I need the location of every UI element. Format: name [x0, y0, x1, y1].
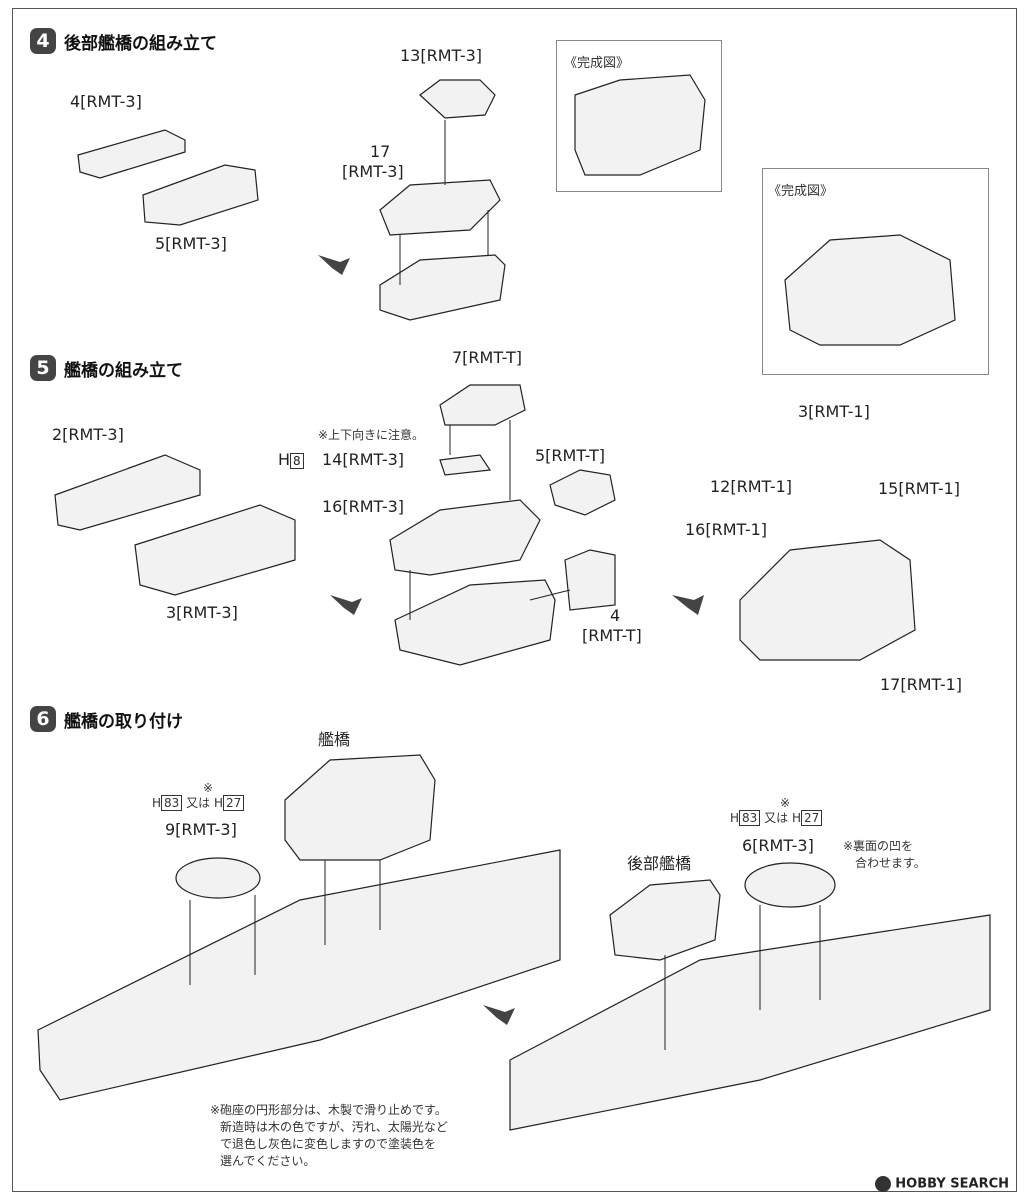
or-text-right: 又は [764, 811, 789, 825]
completed-view-label-1: 《完成図》 [564, 56, 630, 71]
part-label-17-number: 17 [370, 142, 391, 161]
part-label-3-rmt1: 3[RMT-1] [798, 402, 870, 421]
part-label-13: 13[RMT-3] [400, 46, 483, 65]
part-label-12: 12[RMT-1] [710, 477, 793, 496]
part-label-14: 14[RMT-3] [322, 450, 405, 469]
watermark: HOBBY SEARCH [875, 1176, 1009, 1192]
step-6-title: 艦橋の取り付け [64, 711, 183, 732]
h83-box-left: 83 [161, 795, 183, 811]
wood-note-line: ※砲座の円形部分は、木製で滑り止めです。 [210, 1103, 447, 1117]
wood-note-line: 新造時は木の色ですが、汚れ、太陽光など [220, 1120, 448, 1134]
part-label-6: 6[RMT-3] [742, 836, 814, 855]
step-4-number: 4 [30, 28, 56, 54]
bridge-label: 艦橋 [318, 730, 351, 749]
part-label-5t: 5[RMT-T] [535, 446, 605, 465]
part-label-9: 9[RMT-3] [165, 820, 237, 839]
part-label-7: 7[RMT-T] [452, 348, 522, 367]
hobby-search-logo-icon [875, 1176, 892, 1192]
step-6-header: 6 艦橋の取り付け [30, 706, 183, 732]
completed-view-box-2 [762, 168, 989, 375]
step-4-header: 4 後部艦橋の組み立て [30, 28, 217, 54]
part-label-16-rmt1: 16[RMT-1] [685, 520, 768, 539]
part-label-4t-sprue: [RMT-T] [582, 626, 642, 645]
aft-bridge-label: 後部艦橋 [627, 854, 692, 873]
step-5-header: 5 艦橋の組み立て [30, 355, 183, 381]
watermark-text: HOBBY SEARCH [895, 1176, 1009, 1192]
hardware-right-mark: ※ [780, 796, 791, 810]
completed-view-label-2: 《完成図》 [768, 184, 834, 199]
orientation-note: ※上下向きに注意。 [318, 428, 425, 442]
completed-view-box-1 [556, 40, 722, 192]
wood-note-line: で退色し灰色に変色しますので塗装色を [220, 1137, 437, 1151]
part-label-3: 3[RMT-3] [166, 603, 238, 622]
h27-box-right: 27 [801, 810, 823, 826]
part-label-17-rmt1: 17[RMT-1] [880, 675, 963, 694]
page-frame [12, 8, 1017, 1192]
part-label-4t-number: 4 [610, 606, 621, 625]
part-label-5: 5[RMT-3] [155, 234, 227, 253]
h83-box-right: 83 [739, 810, 761, 826]
back-side-note-2: 合わせます。 [855, 856, 926, 870]
h27-box-left: 27 [223, 795, 245, 811]
step-4-title: 後部艦橋の組み立て [64, 33, 217, 54]
step-5-title: 艦橋の組み立て [64, 360, 183, 381]
back-side-note-1: ※裏面の凹を [843, 839, 914, 853]
or-text-left: 又は [186, 796, 211, 810]
part-label-17-sprue: [RMT-3] [342, 162, 404, 181]
part-label-15: 15[RMT-1] [878, 479, 961, 498]
part-label-2: 2[RMT-3] [52, 425, 124, 444]
hardware-left-mark: ※ [203, 781, 214, 795]
part-label-16: 16[RMT-3] [322, 497, 405, 516]
wood-note-line: 選んでください。 [220, 1154, 316, 1168]
part-label-4: 4[RMT-3] [70, 92, 142, 111]
step-5-number: 5 [30, 355, 56, 381]
step-6-number: 6 [30, 706, 56, 732]
h8-box: 8 [290, 453, 304, 469]
